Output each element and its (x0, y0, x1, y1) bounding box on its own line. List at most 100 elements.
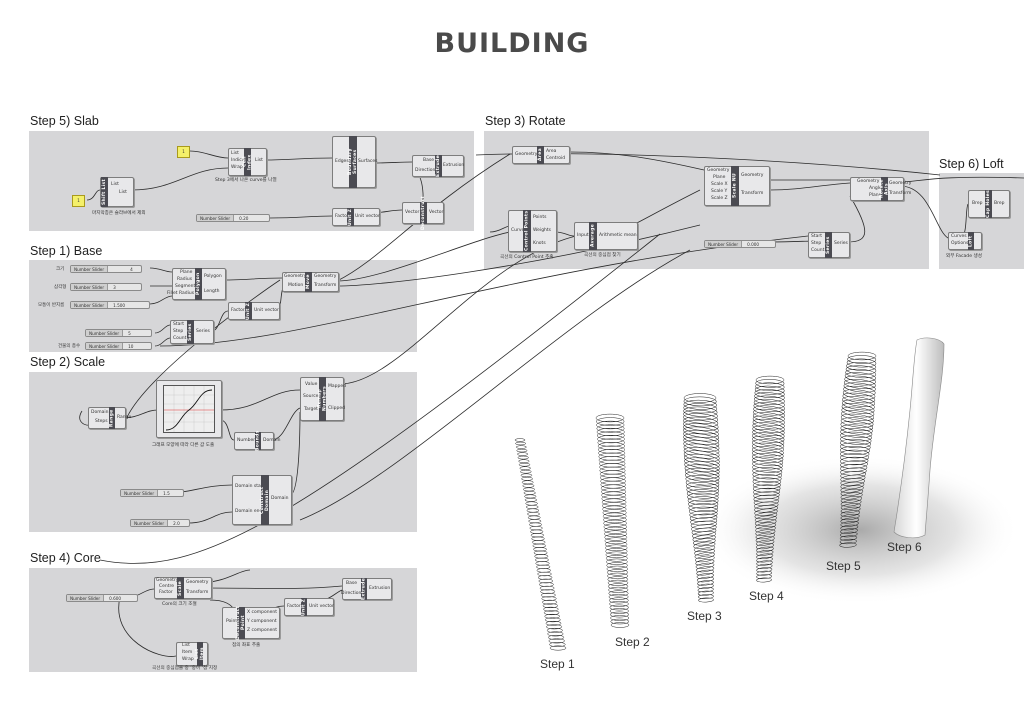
component-deconstruct-vector[interactable]: Vector Deconstruct Vector (402, 196, 444, 230)
graph-canvas[interactable] (163, 385, 215, 433)
floor-ring (842, 392, 876, 404)
component-list-item[interactable]: List Item Wrap List Item (176, 642, 208, 666)
group-label-scale: Step 2) Scale (30, 355, 106, 369)
component-series-base[interactable]: Start Step Count Series Series (170, 320, 214, 344)
component-move[interactable]: Geometry Motion Move Geometry Transform (282, 272, 339, 292)
component-extrude-core[interactable]: Base Direction Extrude Extrusion (341, 578, 392, 600)
group-scale[interactable] (29, 372, 417, 532)
note-rotate-1: 곡선의 Control Point 추출 (500, 255, 554, 260)
component-polygon[interactable]: Plane Radius Segments Fillet Radius Poly… (167, 268, 226, 300)
group-loft[interactable] (939, 173, 1024, 269)
floor-ring (597, 442, 625, 451)
floor-ring (533, 550, 548, 555)
component-range[interactable]: Domain Steps Range Range (88, 407, 131, 429)
floor-ring (598, 452, 626, 461)
floor-ring (840, 446, 870, 455)
floor-ring (754, 518, 777, 526)
floor-ring (527, 515, 541, 520)
floor-ring (840, 492, 863, 500)
floor-ring (527, 512, 540, 516)
floor-ring (752, 439, 785, 450)
component-series-rotate[interactable]: Start Step Count Series Series (808, 232, 850, 258)
component-scale-nu[interactable]: Geometry Plane Scale X Scale Y Scale Z S… (704, 166, 770, 206)
component-remap[interactable]: Value Source Target Remap Numbers Mapped… (300, 377, 346, 421)
floor-ring (546, 627, 563, 633)
floor-ring (530, 533, 545, 538)
label-sides: 삼각형 (54, 285, 67, 290)
floor-ring (533, 547, 547, 552)
component-scale-core[interactable]: Geometry Centre Factor Scale Geometry Tr… (154, 577, 212, 599)
component-cull-index[interactable]: List Indices Wrap Cull Index List (228, 148, 267, 176)
component-cap-holes[interactable]: Brep Cap Holes Brep (968, 190, 1010, 218)
floor-ring (607, 572, 629, 580)
component-bounds[interactable]: Numbers Bounds Domain (234, 431, 280, 451)
note-core-2: 점의 좌표 추출 (232, 643, 261, 648)
floor-ring (597, 435, 625, 444)
floor-ring (543, 610, 560, 616)
wire (271, 407, 301, 441)
component-loft[interactable]: Curves Options Loft (948, 232, 982, 250)
component-average[interactable]: Input Average Arithmetic mean (574, 222, 638, 250)
floor-ring (523, 487, 535, 492)
floor-ring (609, 600, 629, 607)
floor-ring (542, 603, 558, 609)
floor-ring (515, 441, 526, 446)
wire (569, 151, 705, 171)
component-unit-z-slab[interactable]: Factor Unit Z Unit vector (332, 208, 380, 226)
graph-curve (164, 386, 214, 432)
component-control-points[interactable]: Curve Control Points Points Weights Knot… (508, 210, 557, 252)
floor-ring (842, 389, 876, 400)
floor-ring (840, 431, 872, 442)
floor-ring (517, 452, 529, 456)
component-construct-domain[interactable]: Domain start Domain end Construct Domain… (232, 475, 292, 525)
component-graph-mapper[interactable] (156, 380, 222, 438)
component-deconstruct-point[interactable]: Point Deconstruct Point X component Y co… (222, 606, 280, 640)
floor-ring (595, 413, 625, 423)
tower-step1 (514, 438, 567, 651)
floor-ring (840, 478, 865, 486)
floor-ring (695, 559, 715, 566)
component-area[interactable]: Geometry Area Area Centroid (512, 146, 570, 164)
boolean-toggle[interactable]: 1 (177, 146, 190, 158)
floor-ring (517, 455, 529, 460)
component-extrude-slab[interactable]: Base Direction Extrude Extrusion (412, 155, 464, 177)
floor-ring (602, 502, 627, 510)
component-unit-z-core[interactable]: Factor Unit Z Unit vector (284, 598, 334, 616)
floor-ring (603, 516, 627, 524)
component-boundary-surfaces[interactable]: Edges Boundary Surfaces Surfaces (332, 136, 378, 188)
wire (149, 295, 173, 305)
floor-ring (690, 517, 718, 526)
floor-ring (534, 554, 549, 559)
floor-ring (839, 542, 857, 548)
floor-ring (691, 527, 717, 536)
floor-ring (840, 506, 861, 514)
tower-step3 (683, 393, 720, 603)
floor-ring (752, 453, 784, 463)
floor-ring (601, 498, 627, 506)
floor-ring (683, 450, 720, 462)
floor-ring (693, 538, 716, 546)
component-rotate[interactable]: Geometry Angle Plane Rotate Axis Geometr… (850, 177, 911, 201)
floor-ring (525, 501, 538, 506)
component-unit-z-base[interactable]: Factor Unit Z Unit vector (228, 302, 280, 320)
floor-ring (686, 489, 719, 499)
floor-ring (840, 513, 860, 521)
floor-ring (752, 432, 785, 443)
boolean-toggle-2[interactable]: 1 (72, 195, 85, 207)
floor-ring (694, 548, 715, 556)
floor-ring (840, 510, 860, 517)
floor-ring (753, 402, 785, 412)
floor-ring (683, 399, 717, 410)
component-shift-list[interactable]: Shift List List List (100, 177, 134, 207)
floor-ring (524, 494, 537, 499)
